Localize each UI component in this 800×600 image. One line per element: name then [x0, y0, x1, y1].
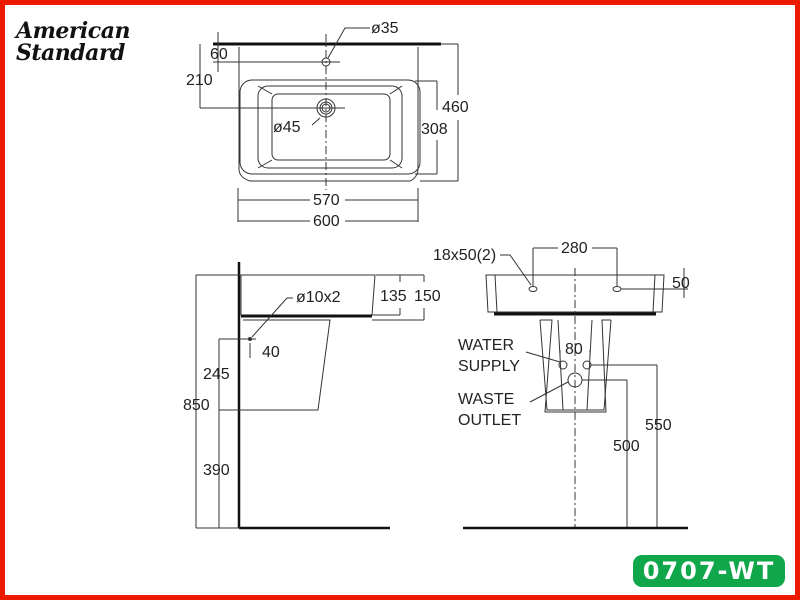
dim-80-label: 80 [565, 341, 583, 358]
dim-850-label: 850 [183, 397, 210, 414]
tap-hole-label: ø35 [371, 20, 399, 37]
water-supply-label-1: WATER [458, 337, 514, 354]
dim-500-label: 500 [613, 438, 640, 455]
dim-245-label: 245 [203, 366, 230, 383]
brand-line2: Standard [16, 40, 125, 66]
slots-label: 18x50(2) [433, 247, 497, 264]
dim-570-label: 570 [313, 192, 340, 209]
dim-210-label: 210 [186, 72, 213, 89]
dim-308-label: 308 [421, 121, 448, 138]
dim-60-label: 60 [210, 46, 228, 63]
drain-label: ø45 [273, 119, 301, 136]
dim-600-label: 600 [313, 213, 340, 230]
dim-40-label: 40 [262, 344, 280, 361]
side-view [195, 262, 425, 530]
dim-280-label: 280 [561, 240, 588, 257]
brand-logo: American Standard [16, 20, 130, 64]
dim-390-label: 390 [203, 462, 230, 479]
waste-outlet-label-1: WASTE [458, 391, 515, 408]
dim-150-label: 150 [414, 288, 441, 305]
water-supply-label-2: SUPPLY [458, 358, 520, 375]
dim-550-label: 550 [645, 417, 672, 434]
front-view [463, 247, 688, 530]
dim-50-label: 50 [672, 275, 690, 292]
model-badge: 0707-WT [633, 555, 785, 587]
dim-135-label: 135 [380, 288, 407, 305]
fixing-holes-label: ø10x2 [296, 289, 341, 306]
brand-line1: American [16, 18, 130, 44]
dim-460-label: 460 [442, 99, 469, 116]
waste-outlet-label-2: OUTLET [458, 412, 522, 429]
top-view [199, 27, 459, 222]
